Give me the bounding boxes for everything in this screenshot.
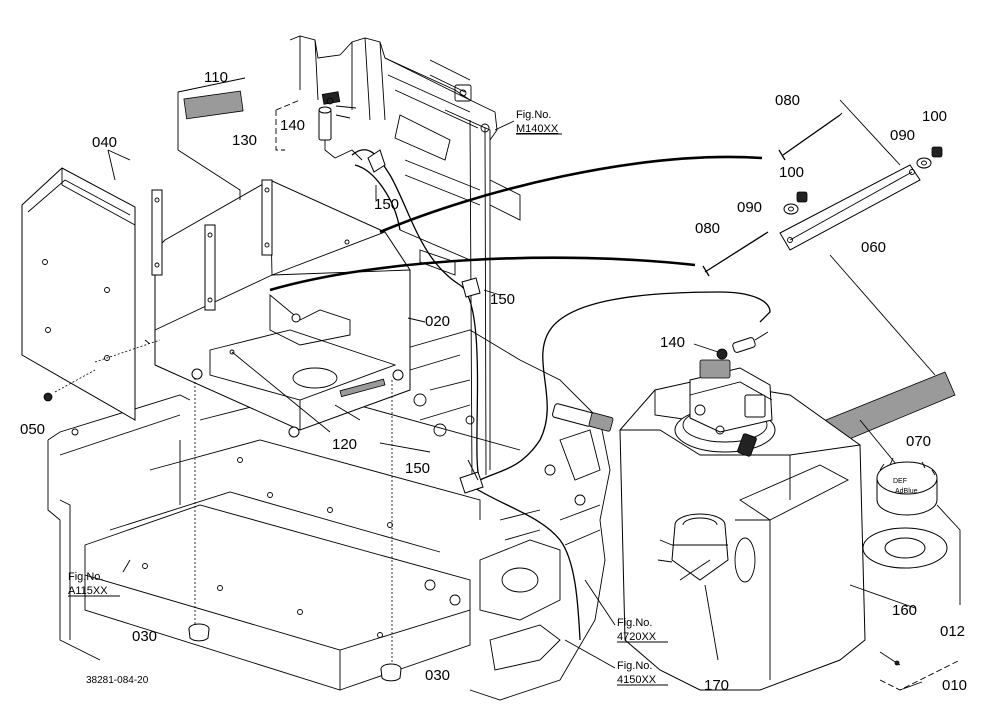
label-120: 120 bbox=[332, 436, 357, 453]
fig-ref-4720-label: Fig.No. bbox=[617, 617, 652, 629]
label-150-a: 150 bbox=[374, 196, 399, 213]
cover-plate-040 bbox=[21, 167, 136, 421]
def-tank-010 bbox=[619, 359, 866, 691]
sensor-140-tank bbox=[716, 331, 769, 360]
frame-rail bbox=[47, 391, 521, 691]
label-050: 050 bbox=[20, 421, 45, 438]
frame-background bbox=[289, 35, 611, 701]
connector bbox=[552, 403, 614, 432]
label-150-c: 150 bbox=[405, 460, 430, 477]
cap-text-line1: DEF bbox=[893, 478, 907, 485]
label-140-tank: 140 bbox=[660, 334, 685, 351]
hoses bbox=[54, 155, 763, 665]
label-090-mid: 090 bbox=[737, 199, 762, 216]
label-040: 040 bbox=[92, 134, 117, 151]
grommets bbox=[43, 392, 402, 682]
label-010: 010 bbox=[942, 677, 967, 694]
label-140-top: 140 bbox=[280, 117, 305, 134]
label-020: 020 bbox=[425, 313, 450, 330]
label-080-top: 080 bbox=[775, 92, 800, 109]
label-150-b: 150 bbox=[490, 291, 515, 308]
label-160: 160 bbox=[892, 602, 917, 619]
label-100-top: 100 bbox=[922, 108, 947, 125]
leader-lines bbox=[107, 120, 923, 691]
label-060: 060 bbox=[861, 239, 886, 256]
label-100-mid: 100 bbox=[779, 164, 804, 181]
drawing-code: 38281-084-20 bbox=[86, 675, 149, 686]
fig-ref-m140-number: M140XX bbox=[516, 123, 559, 135]
cap-text-line2: AdBlue bbox=[895, 488, 918, 495]
label-080-mid: 080 bbox=[695, 220, 720, 237]
fig-ref-4720-number: 4720XX bbox=[617, 631, 657, 643]
rod-and-strap-group bbox=[702, 99, 956, 476]
label-130: 130 bbox=[232, 132, 257, 149]
label-090-top: 090 bbox=[890, 127, 915, 144]
fig-ref-4150-number: 4150XX bbox=[617, 674, 657, 686]
cap-and-gasket: DEF AdBlue bbox=[849, 457, 961, 691]
label-030-right: 030 bbox=[425, 667, 450, 684]
fig-ref-m140-label: Fig.No. bbox=[516, 109, 551, 121]
label-030-left: 030 bbox=[132, 628, 157, 645]
fig-ref-a115-label: Fig.No. bbox=[68, 571, 103, 583]
label-070: 070 bbox=[906, 433, 931, 450]
label-012: 012 bbox=[940, 623, 965, 640]
label-110: 110 bbox=[204, 69, 228, 86]
part-labels: 010 012 020 030 030 040 050 060 070 080 … bbox=[20, 69, 967, 694]
wire-harness bbox=[351, 149, 771, 641]
figure-references: Fig.No. M140XX Fig.No. A115XX Fig.No. 47… bbox=[68, 109, 668, 686]
bracket-box-020 bbox=[151, 179, 411, 438]
fig-ref-4150-label: Fig.No. bbox=[617, 660, 652, 672]
label-170: 170 bbox=[704, 677, 729, 694]
fig-ref-a115-number: A115XX bbox=[68, 585, 108, 597]
